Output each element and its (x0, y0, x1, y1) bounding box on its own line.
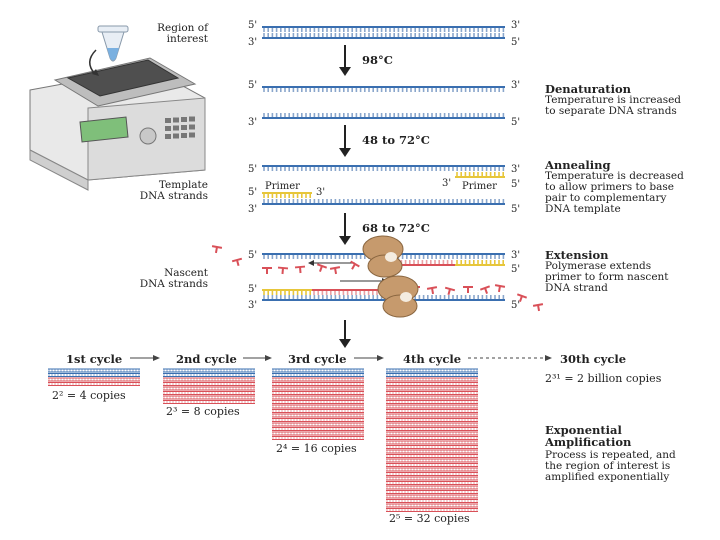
free-nucleotide-2 (262, 267, 272, 274)
cycle-4-stack (386, 368, 478, 512)
ext-template-bottom (262, 295, 505, 301)
step-arrow-3 (339, 213, 351, 245)
template-strands-label: Template DNA strands (139, 179, 208, 202)
region-bottom-left-end: 3' (248, 37, 257, 48)
ext-template-bottom-left-end: 3' (248, 300, 257, 311)
cycle-2-stack (163, 368, 255, 404)
anneal-template-bottom (262, 199, 505, 205)
anneal-primer-left (262, 192, 312, 198)
anneal-template-top-right-end: 3' (511, 164, 520, 175)
temp-extension: 68 to 72°C (362, 221, 430, 235)
cycle-arrow-3 (354, 355, 384, 361)
anneal-template-bottom-left-end: 3' (248, 204, 257, 215)
cycle-2-copies: 2³ = 8 copies (166, 405, 240, 418)
temp-denaturation: 98°C (362, 53, 393, 67)
thermocycler-screen (79, 116, 129, 143)
denat-bottom-right-end: 5' (511, 117, 520, 128)
cycle-4-copies: 2⁵ = 32 copies (389, 512, 470, 525)
ext-nascent-top-right-end: 5' (511, 264, 520, 275)
cycle-4-label: 4th cycle (403, 352, 462, 366)
thermocycler-icon (29, 57, 206, 191)
anneal-template-top (262, 165, 505, 171)
denat-top-right-end: 3' (511, 80, 520, 91)
tube-arrow (89, 49, 97, 75)
anneal-primer-left-three: 3' (316, 187, 325, 198)
ext-nascent-bottom (312, 289, 391, 295)
cycle-30-label: 30th cycle (560, 352, 627, 366)
free-nucleotide-15 (532, 303, 544, 312)
cycle-2-label: 2nd cycle (176, 352, 237, 366)
denat-strand-bottom (262, 113, 505, 119)
pcr-tube-icon (89, 25, 129, 76)
amplification-desc: Process is repeated, and the region of i… (545, 449, 676, 483)
free-nucleotide-10 (444, 286, 456, 296)
ext-template-bottom-right-end: 5' (511, 300, 520, 311)
nascent-strands-label: Nascent DNA strands (139, 267, 208, 290)
step-arrow-4 (339, 320, 351, 348)
extension-title: Extension (545, 248, 609, 262)
free-nucleotide-14 (516, 293, 528, 302)
ext-template-top-left-end: 5' (248, 250, 257, 261)
free-nucleotide-7 (350, 260, 360, 270)
denat-strand-top (262, 86, 505, 92)
anneal-primer-left-label: Primer (265, 181, 300, 192)
ext-primer-bottom (262, 289, 312, 295)
free-nucleotide-5 (316, 263, 328, 272)
free-nucleotide-13 (494, 284, 506, 293)
thermocycler-dial (139, 127, 157, 145)
cycle-3-stack (272, 368, 364, 440)
region-top-left-end: 5' (248, 20, 257, 31)
anneal-template-bottom-right-end: 5' (511, 204, 520, 215)
free-nucleotide-12 (479, 285, 491, 294)
anneal-primer-left-five: 5' (248, 187, 257, 198)
region-of-interest-label: Region of interest (157, 22, 208, 45)
region-strand-top (262, 26, 505, 32)
cycle-1-stack (48, 368, 140, 386)
polymerase-icon-2 (377, 275, 419, 318)
cycle-arrow-2 (243, 355, 272, 361)
anneal-primer-right-three: 3' (442, 178, 451, 189)
ext-nascent-bottom-five: 5' (248, 284, 257, 295)
extension-desc: Polymerase extends primer to form nascen… (545, 260, 669, 294)
anneal-primer-right-right-end: 5' (511, 179, 520, 190)
denat-top-left-end: 5' (248, 80, 257, 91)
denaturation-desc: Temperature is increased to separate DNA… (545, 94, 682, 117)
denat-bottom-left-end: 3' (248, 117, 257, 128)
free-nucleotide-0 (211, 245, 223, 254)
free-nucleotide-11 (463, 286, 473, 293)
polymerase-icon (362, 235, 404, 278)
anneal-template-top-left-end: 5' (248, 164, 257, 175)
denaturation-title: Denaturation (545, 82, 631, 96)
free-nucleotide-6 (329, 266, 341, 275)
ext-primer-top (455, 260, 505, 266)
cycle-3-copies: 2⁴ = 16 copies (276, 442, 357, 455)
step-arrow-2 (339, 125, 351, 157)
step-arrow-1 (339, 45, 351, 76)
cycle-1-label: 1st cycle (66, 352, 123, 366)
cycle-3-label: 3rd cycle (288, 352, 347, 366)
ext-template-top-right-end: 3' (511, 250, 520, 261)
cycle-arrow-1 (130, 355, 160, 361)
cycle-arrow-4 (468, 355, 552, 361)
region-bottom-right-end: 5' (511, 37, 520, 48)
cycle-30-copies: 2³¹ = 2 billion copies (545, 372, 662, 385)
free-nucleotide-9 (426, 286, 438, 295)
free-nucleotide-3 (277, 266, 289, 275)
free-nucleotide-4 (294, 265, 306, 274)
anneal-primer-right (455, 172, 505, 178)
free-nucleotide-1 (231, 257, 243, 267)
anneal-primer-right-label: Primer (462, 181, 497, 192)
region-top-right-end: 3' (511, 20, 520, 31)
cycle-1-copies: 2² = 4 copies (52, 389, 126, 402)
annealing-title: Annealing (545, 158, 611, 172)
region-strand-bottom (262, 33, 505, 39)
amplification-title: Exponential Amplification (545, 423, 632, 449)
annealing-desc: Temperature is decreased to allow primer… (545, 170, 684, 215)
temp-annealing: 48 to 72°C (362, 133, 430, 147)
ext-direction-top-head (308, 260, 314, 266)
